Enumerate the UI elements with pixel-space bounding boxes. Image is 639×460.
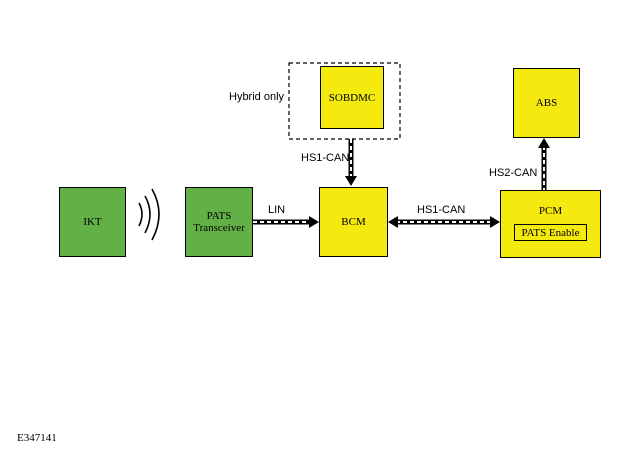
pats-transceiver-node: PATS Transceiver xyxy=(185,187,253,257)
pats-enable-label: PATS Enable xyxy=(521,226,580,239)
ikt-label: IKT xyxy=(83,216,102,228)
lin-link xyxy=(253,216,319,228)
abs-label: ABS xyxy=(535,97,558,109)
pcm-label: PCM xyxy=(538,205,563,217)
pcm-node: PCM PATS Enable xyxy=(500,190,601,258)
hs2-can-label: HS2-CAN xyxy=(489,167,538,179)
lin-label: LIN xyxy=(268,204,286,216)
bcm-node: BCM xyxy=(319,187,388,257)
sobdmc-node: SOBDMC xyxy=(320,66,384,129)
hs1-can-horizontal-link xyxy=(388,216,500,228)
pats-label: PATS xyxy=(206,210,232,222)
hybrid-only-label: Hybrid only xyxy=(229,91,285,103)
hybrid-only-frame xyxy=(288,62,401,140)
hs1-can-horizontal-label: HS1-CAN xyxy=(417,204,466,216)
hs1-can-vertical-link xyxy=(345,139,357,186)
hs2-can-link xyxy=(538,138,550,190)
transceiver-label: Transceiver xyxy=(193,222,245,234)
figure-id: E347141 xyxy=(17,432,57,444)
hs1-can-vertical-label: HS1-CAN xyxy=(301,152,350,164)
ikt-node: IKT xyxy=(59,187,126,257)
wireless-signal-icon xyxy=(138,188,160,241)
pats-enable-box: PATS Enable xyxy=(514,224,587,241)
abs-node: ABS xyxy=(513,68,580,138)
bcm-label: BCM xyxy=(341,216,366,228)
sobdmc-label: SOBDMC xyxy=(328,91,376,104)
